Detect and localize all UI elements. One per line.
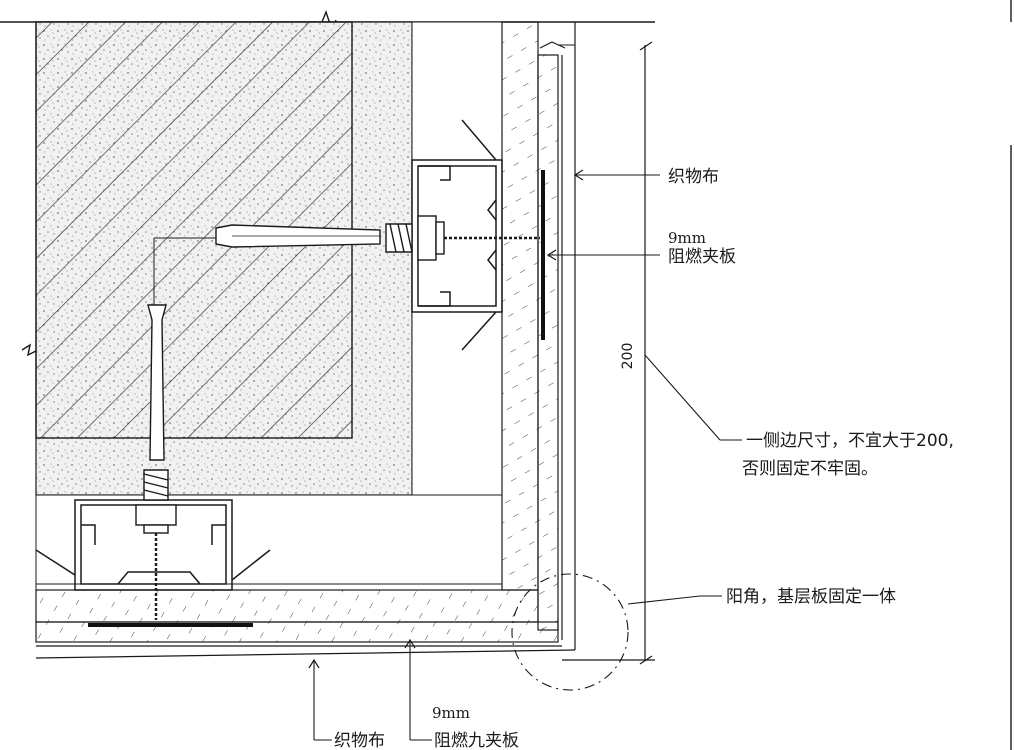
anchor-bolt-horizontal	[153, 215, 540, 430]
label-side-note-line1: 一侧边尺寸，不宜大于200,	[746, 431, 954, 451]
label-top-fabric: 织物布	[668, 167, 719, 187]
label-side-note-line2: 否则固定不牢固。	[742, 459, 878, 479]
vertical-base-boards	[501, 21, 576, 650]
label-top-board-spec: 9mm	[668, 229, 706, 247]
steel-keel-lower	[35, 499, 271, 591]
anchor-bolt-vertical	[135, 304, 177, 620]
label-corner-note: 阳角，基层板固定一体	[726, 587, 896, 607]
leader-arrows	[308, 169, 584, 669]
horizontal-base-boards	[35, 583, 576, 659]
dimension-text: 200	[620, 343, 636, 370]
label-bottom-board-name: 阻燃九夹板	[434, 731, 519, 750]
label-top-board-name: 阻燃夹板	[668, 247, 736, 267]
dimension-200	[562, 41, 655, 665]
label-bottom-fabric: 织物布	[334, 731, 385, 750]
corner-detail-circle	[511, 573, 629, 691]
leader-lines	[313, 174, 742, 741]
label-bottom-board-spec: 9mm	[432, 704, 470, 722]
